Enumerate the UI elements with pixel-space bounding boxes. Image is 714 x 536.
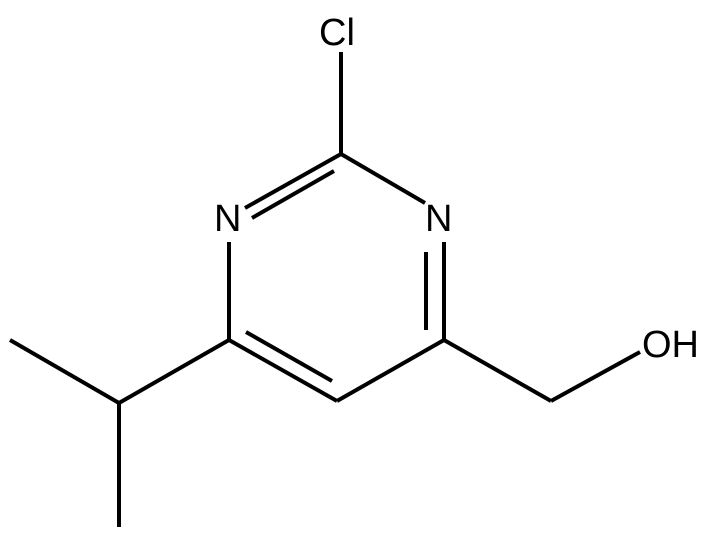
atom-chlorine-label: Cl	[319, 12, 355, 54]
bond-c5-c6	[228, 338, 338, 403]
atom-nitrogen-left-label: N	[214, 198, 242, 240]
bond-ch-methyl-left	[8, 338, 121, 405]
bond-c2-n1	[244, 152, 342, 210]
bond-c4-c5	[336, 338, 445, 403]
bond-c2-n1-second	[251, 169, 335, 220]
atom-hydroxyl-label: OH	[642, 324, 699, 366]
bond-ch2-o	[550, 350, 641, 403]
bond-c2-n3	[339, 152, 427, 205]
atom-nitrogen-right-label: N	[425, 198, 453, 240]
bond-c4-ch2	[443, 338, 552, 403]
bond-c6-ch	[118, 338, 230, 405]
bond-c5-c6-second	[245, 330, 333, 383]
